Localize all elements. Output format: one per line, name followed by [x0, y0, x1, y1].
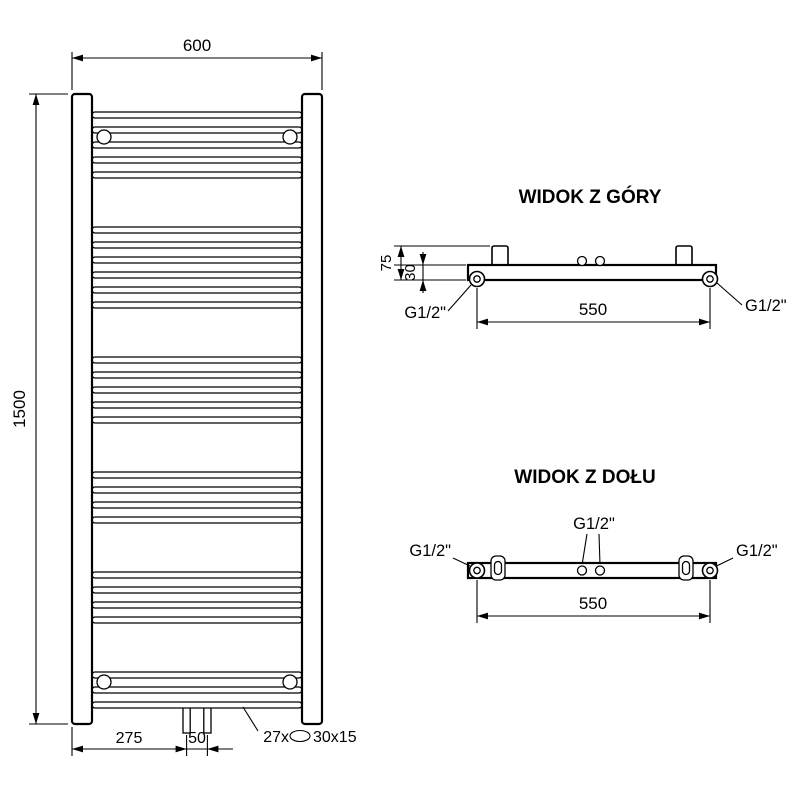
rung: [91, 286, 303, 294]
bottom-conn-right-label: G1/2": [736, 542, 778, 560]
bottom-end-connection-left-bore: [473, 566, 481, 575]
left-collector: [70, 92, 94, 726]
mounting-point-top-right: [282, 129, 298, 145]
conn-left-label: G1/2": [404, 304, 446, 322]
bottom-view: WIDOK Z DOŁU G1/2" G1/2": [409, 467, 778, 623]
end-connection-right-bore: [706, 275, 714, 283]
dim-height-label: 1500: [10, 390, 29, 428]
rung: [91, 141, 303, 149]
mounting-point-bottom-right: [282, 674, 298, 690]
rung: [91, 386, 303, 394]
center-port-right: [594, 255, 606, 267]
wall-bracket-right: [675, 245, 693, 267]
rung-count-label: 27x: [263, 729, 289, 746]
rung: [91, 171, 303, 179]
bottom-view-title: WIDOK Z DOŁU: [514, 467, 655, 488]
rung: [91, 501, 303, 509]
oval-profile-icon: [289, 729, 311, 743]
wall-bracket-left: [491, 245, 509, 267]
top-view-body: [466, 263, 718, 282]
rung: [91, 616, 303, 624]
rung: [91, 586, 303, 594]
dim-axis-bottom-label: 550: [579, 594, 607, 613]
dim-axis-top-label: 550: [579, 300, 607, 319]
bottom-view-connections: G1/2" G1/2": [409, 542, 778, 567]
rung: [91, 256, 303, 264]
rung: [91, 701, 303, 709]
rung: [91, 226, 303, 234]
dimension-width-600: 600: [71, 36, 323, 90]
dimension-bottom-connections: 275 50: [71, 727, 233, 756]
rung: [91, 671, 303, 679]
dimension-depth: 75 30: [378, 245, 490, 293]
bracket-slot-left: [490, 555, 506, 581]
rung: [91, 471, 303, 479]
dim-offset-label: 275: [116, 730, 143, 747]
conn-right-label: G1/2": [745, 297, 787, 315]
rung: [91, 571, 303, 579]
dim-width-label: 600: [183, 36, 211, 55]
connection-pipe-right: [203, 705, 212, 734]
rung: [91, 416, 303, 424]
rung: [91, 401, 303, 409]
front-view: [70, 92, 324, 734]
dim-tube-label: 30: [402, 264, 419, 281]
rung: [91, 241, 303, 249]
mounting-points: [96, 129, 298, 690]
dim-depth-label: 75: [378, 255, 395, 272]
rung: [91, 686, 303, 694]
right-collector: [300, 92, 324, 726]
rung: [91, 301, 303, 309]
rung-field: [91, 111, 303, 709]
rung-profile-label: 30x15: [313, 729, 357, 746]
rung-annotation: 27x 30x15: [242, 706, 357, 746]
rung: [91, 271, 303, 279]
mounting-point-top-left: [96, 129, 112, 145]
top-view-connections: G1/2" G1/2": [404, 282, 787, 322]
rung: [91, 356, 303, 364]
rung: [91, 156, 303, 164]
rung: [91, 371, 303, 379]
rung: [91, 601, 303, 609]
connection-pipe-left: [182, 705, 191, 734]
bracket-slot-right: [678, 555, 694, 581]
top-view: WIDOK Z GÓRY 75 30 G1/2": [378, 186, 787, 329]
top-view-title: WIDOK Z GÓRY: [519, 186, 662, 208]
dimension-axis-top: 550: [476, 288, 711, 329]
conn-center-label: G1/2": [573, 515, 615, 533]
rung: [91, 111, 303, 119]
bottom-center-port-left: [576, 565, 588, 576]
center-port-left: [576, 255, 588, 267]
center-connection-pipes: [182, 705, 212, 734]
rung: [91, 516, 303, 524]
bottom-end-connection-right-bore: [706, 566, 714, 575]
end-connection-left-bore: [473, 275, 481, 283]
dimension-height-1500: 1500: [10, 93, 68, 725]
dimension-axis-bottom: 550: [476, 580, 711, 623]
bottom-conn-left-label: G1/2": [409, 542, 451, 560]
mounting-point-bottom-left: [96, 674, 112, 690]
bottom-center-connection-label: G1/2": [573, 515, 615, 566]
rung: [91, 126, 303, 134]
dim-spacing-label: 50: [188, 730, 206, 747]
rung: [91, 486, 303, 494]
bottom-center-port-right: [594, 565, 606, 576]
